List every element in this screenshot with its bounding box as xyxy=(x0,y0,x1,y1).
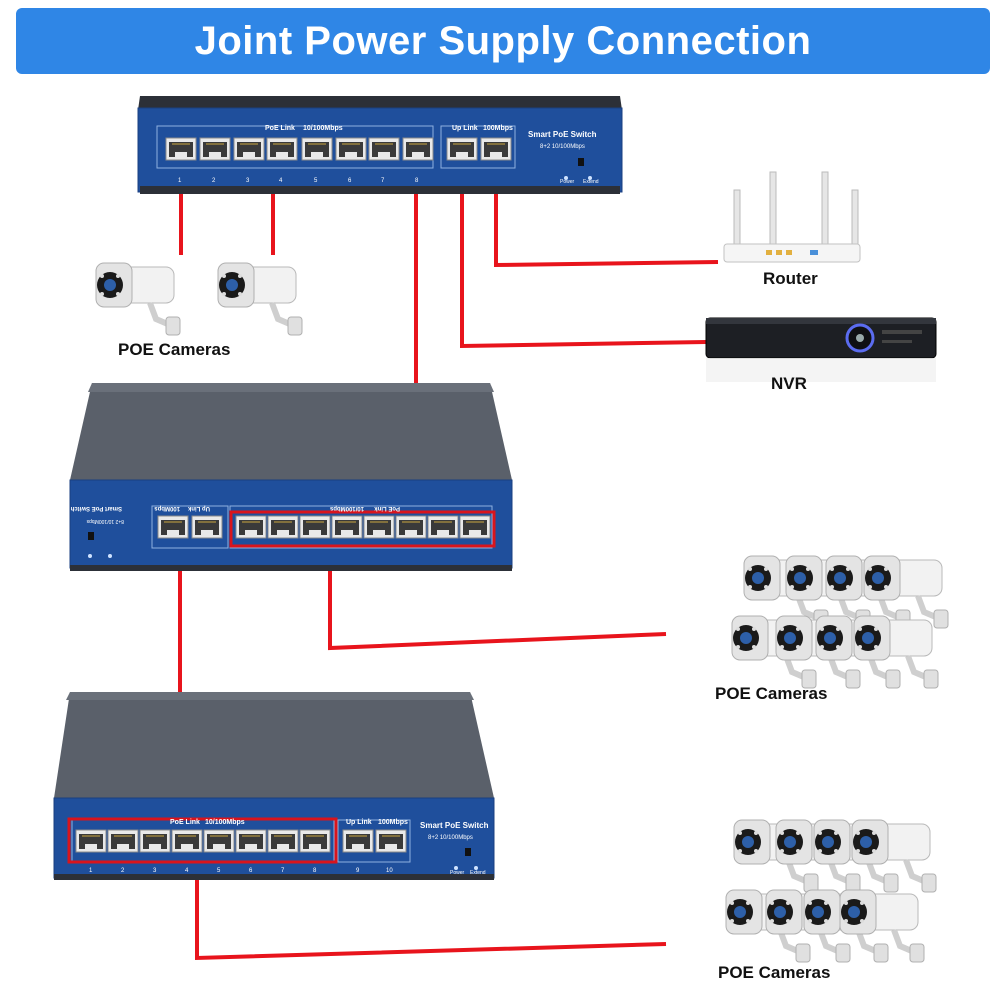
poe-cameras-label-middle: POE Cameras xyxy=(715,684,828,703)
spec-label: 8+2 10/100Mbps xyxy=(428,835,473,841)
port-number: 7 xyxy=(281,868,285,874)
extend-label: Extend xyxy=(470,870,486,876)
speed-label: 10/100Mbps xyxy=(303,125,343,132)
cable-switch1-nvr xyxy=(460,175,707,349)
bullet-camera-icon xyxy=(732,556,948,688)
port-number: 4 xyxy=(185,868,189,874)
port-number: 10 xyxy=(386,868,393,874)
uplink-label: Up Link xyxy=(346,819,372,826)
port-number: 7 xyxy=(381,178,385,184)
cable-switch1-router xyxy=(494,168,719,268)
model-label: Smart PoE Switch xyxy=(420,821,489,830)
poe-switch-icon: PoE Link 10/100Mbps Up Link 100Mbps Smar… xyxy=(53,692,495,880)
uplink-speed-label: 100Mbps xyxy=(483,125,513,132)
port-number: 4 xyxy=(279,178,283,184)
cable-switch3-cameras xyxy=(195,860,667,961)
poe-link-label: PoE Link xyxy=(265,125,295,132)
cable-switch2-cameras xyxy=(328,548,667,651)
uplink-label: Up Link xyxy=(452,125,478,132)
router-label: Router xyxy=(763,269,818,288)
router-icon xyxy=(723,171,861,263)
poe-cameras-label-top: POE Cameras xyxy=(118,340,231,359)
speed-label: 10/100Mbps xyxy=(205,819,245,826)
extend-label: Extend xyxy=(583,179,599,185)
uplink-speed-label: 100Mbps xyxy=(378,819,408,826)
highlight-box xyxy=(229,510,496,548)
port-number: 3 xyxy=(246,178,250,184)
title-banner: Joint Power Supply Connection xyxy=(16,8,990,74)
bullet-camera-icon xyxy=(96,263,302,335)
spec-label-rotated: 8+2 10/100Mbps xyxy=(86,518,124,524)
power-label: Power xyxy=(450,870,465,876)
port-number: 8 xyxy=(313,868,317,874)
port-number: 5 xyxy=(217,868,221,874)
poe-switch-icon: PoE Link 10/100Mbps Up Link 100Mbps Smar… xyxy=(137,96,623,194)
nvr-label: NVR xyxy=(771,374,807,393)
uplink-speed-label-rotated: 100Mbps xyxy=(154,505,180,511)
port-number: 8 xyxy=(415,178,419,184)
model-label: Smart PoE Switch xyxy=(528,130,597,139)
port-number: 5 xyxy=(314,178,318,184)
port-number: 3 xyxy=(153,868,157,874)
highlight-box xyxy=(67,817,338,864)
port-number: 1 xyxy=(89,868,93,874)
port-number: 2 xyxy=(121,868,125,874)
spec-label: 8+2 10/100Mbps xyxy=(540,144,585,150)
page-title: Joint Power Supply Connection xyxy=(194,18,812,63)
bullet-camera-icon xyxy=(726,820,936,962)
poe-cameras-label-bottom: POE Cameras xyxy=(718,963,831,982)
power-label: Power xyxy=(560,179,575,185)
cables xyxy=(178,168,719,961)
port-number: 9 xyxy=(356,868,360,874)
port-number: 2 xyxy=(212,178,216,184)
port-number: 6 xyxy=(348,178,352,184)
model-label-rotated: Smart PoE Switch xyxy=(70,505,122,511)
port-number: 1 xyxy=(178,178,182,184)
uplink-label-rotated: Up Link xyxy=(187,505,210,511)
poe-link-label-rotated: PoE Link xyxy=(374,505,400,511)
port-number: 6 xyxy=(249,868,253,874)
poe-switch-icon: Smart PoE Switch 8+2 10/100Mbps Up Link … xyxy=(69,383,513,571)
poe-link-label: PoE Link xyxy=(170,819,200,826)
nvr-icon xyxy=(705,317,937,382)
speed-label-rotated: 10/100Mbps xyxy=(329,505,364,511)
